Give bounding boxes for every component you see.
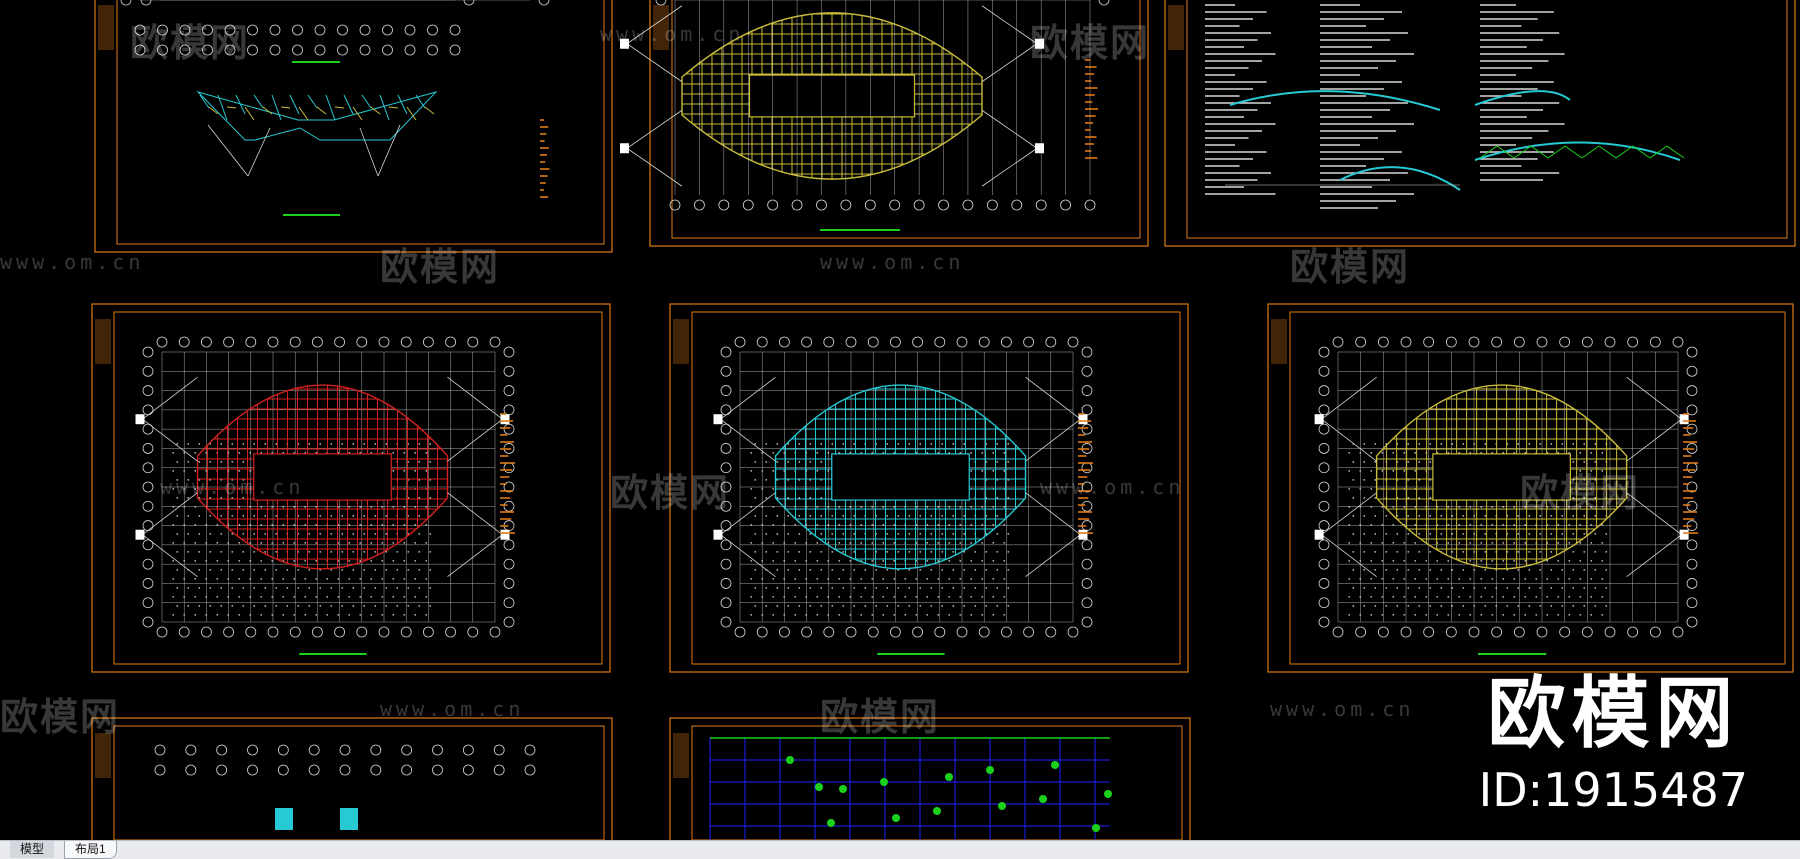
brand-id: ID:1915487 [1478,763,1748,817]
tab-model[interactable]: 模型 [10,841,55,858]
cad-drawing-canvas [91,0,1796,840]
layout-tab-bar: 模型 布局1 [0,840,1800,859]
brand-watermark: 欧模网 ID:1915487 [1479,675,1748,813]
brand-name: 欧模网 [1487,669,1740,759]
cad-model-space[interactable]: 欧模网 www.om.cn 欧模网 www.om.cn 欧模网 www.om.c… [0,0,1800,840]
tab-layout1[interactable]: 布局1 [64,841,117,859]
